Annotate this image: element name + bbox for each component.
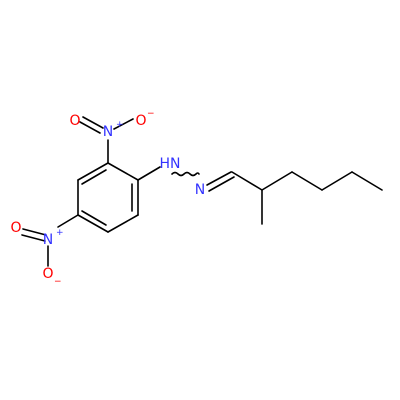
bond-n-c-double-b bbox=[208, 176, 235, 192]
bond-nitro-n-o-double-b bbox=[79, 121, 101, 134]
nitro-group-top: N + O O − bbox=[69, 109, 155, 164]
nitro-group-left: N + O O − bbox=[10, 214, 79, 287]
nitro-left-o-single-label: O bbox=[42, 266, 53, 282]
nitro-top-minus-label: − bbox=[147, 109, 155, 119]
bond-c4-nitro-n bbox=[57, 214, 79, 228]
nitro-left-n-label: N bbox=[43, 232, 53, 248]
nh-label: HN bbox=[160, 156, 181, 172]
bond-n-c-double-a bbox=[206, 171, 232, 186]
bond-nitro-n-o-double-b bbox=[21, 234, 46, 242]
nitro-top-plus-label: + bbox=[116, 120, 124, 130]
n-imine-label: N bbox=[195, 182, 205, 198]
bond-c3-c4 bbox=[291, 171, 323, 191]
nitro-left-plus-label: + bbox=[56, 228, 64, 238]
bond-nitro-n-o-single bbox=[113, 118, 134, 130]
nitro-top-n-label: N bbox=[103, 124, 113, 140]
ring-bond-c4-c5 bbox=[77, 214, 109, 233]
bond-c4-c5 bbox=[321, 171, 353, 191]
nitro-left-o-double-label: O bbox=[10, 220, 21, 236]
hydrazone-linkage: HN N bbox=[137, 156, 235, 198]
ring-bond-c2-c3-inner bbox=[81, 169, 107, 185]
methylhexyl-chain bbox=[231, 171, 383, 225]
bond-ch-to-branch bbox=[231, 171, 263, 191]
nitro-top-o-double-label: O bbox=[69, 113, 80, 129]
bond-nitro-n-o-double-a bbox=[22, 228, 47, 236]
bond-nh-n-wavy bbox=[171, 171, 200, 177]
nitro-top-o-single-label: O bbox=[135, 113, 146, 129]
ring-bond-c4-c5-inner bbox=[81, 210, 107, 226]
bond-c1-nh bbox=[137, 166, 161, 181]
bond-c5-c6 bbox=[351, 171, 383, 191]
ring-bond-c5-c6 bbox=[107, 214, 139, 233]
nitro-left-minus-label: − bbox=[54, 277, 62, 287]
bond-nitro-n-o-double-a bbox=[82, 116, 104, 129]
ring-bond-c2-c3 bbox=[77, 162, 109, 181]
benzene-ring bbox=[77, 162, 139, 233]
bond-branch-c3 bbox=[261, 171, 293, 191]
ring-bond-c1-c2 bbox=[107, 162, 139, 181]
